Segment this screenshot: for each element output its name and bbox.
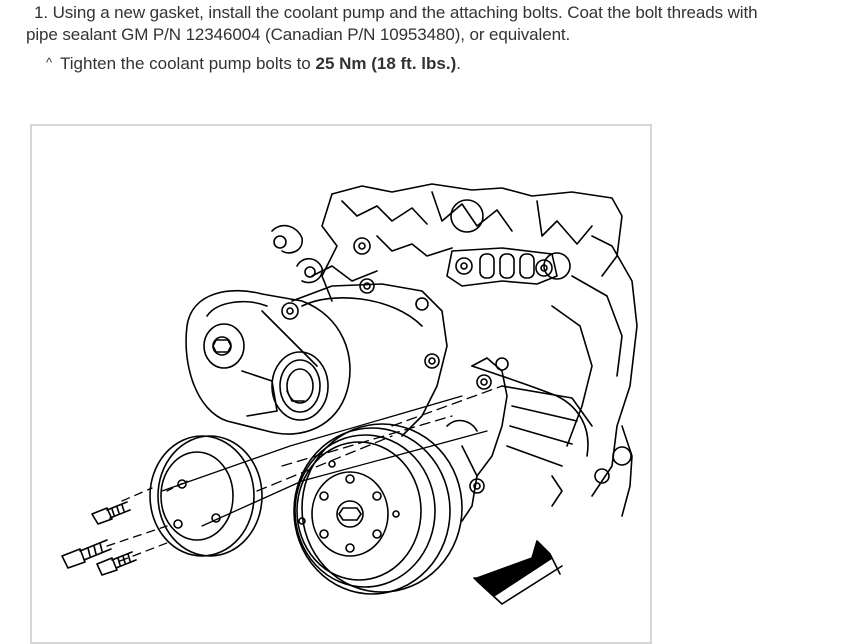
substep-text: Tighten the coolant pump bolts to (60, 54, 311, 73)
coolant-pump-illustration (61, 183, 638, 605)
direction-arrow (473, 540, 563, 605)
procedure-step: 1. Using a new gasket, install the coola… (26, 2, 856, 46)
belt-tensioner-assembly (185, 289, 351, 435)
coolant-pump-body (446, 357, 593, 522)
coolant-pump-pulley (149, 435, 263, 557)
step-number: 1. (34, 3, 48, 22)
engine-block-drawing (271, 183, 638, 517)
torque-substep: ^ Tighten the coolant pump bolts to 25 Nm… (46, 52, 461, 75)
substep-end: . (456, 54, 461, 73)
step-text-line-2: pipe sealant GM P/N 12346004 (Canadian P… (26, 25, 571, 44)
substep-marker: ^ (46, 55, 53, 70)
step-text-line-1: 1. Using a new gasket, install the coola… (26, 2, 856, 24)
installation-guide-lines (106, 385, 503, 562)
coolant-pump-illustration-frame (30, 124, 652, 644)
torque-spec: 25 Nm (18 ft. lbs.) (315, 54, 457, 73)
pulley-bolts (61, 501, 137, 576)
front-cover-bracket (353, 237, 558, 311)
step-instruction-part-1: Using a new gasket, install the coolant … (52, 3, 758, 22)
crankshaft-pulley (293, 423, 463, 595)
